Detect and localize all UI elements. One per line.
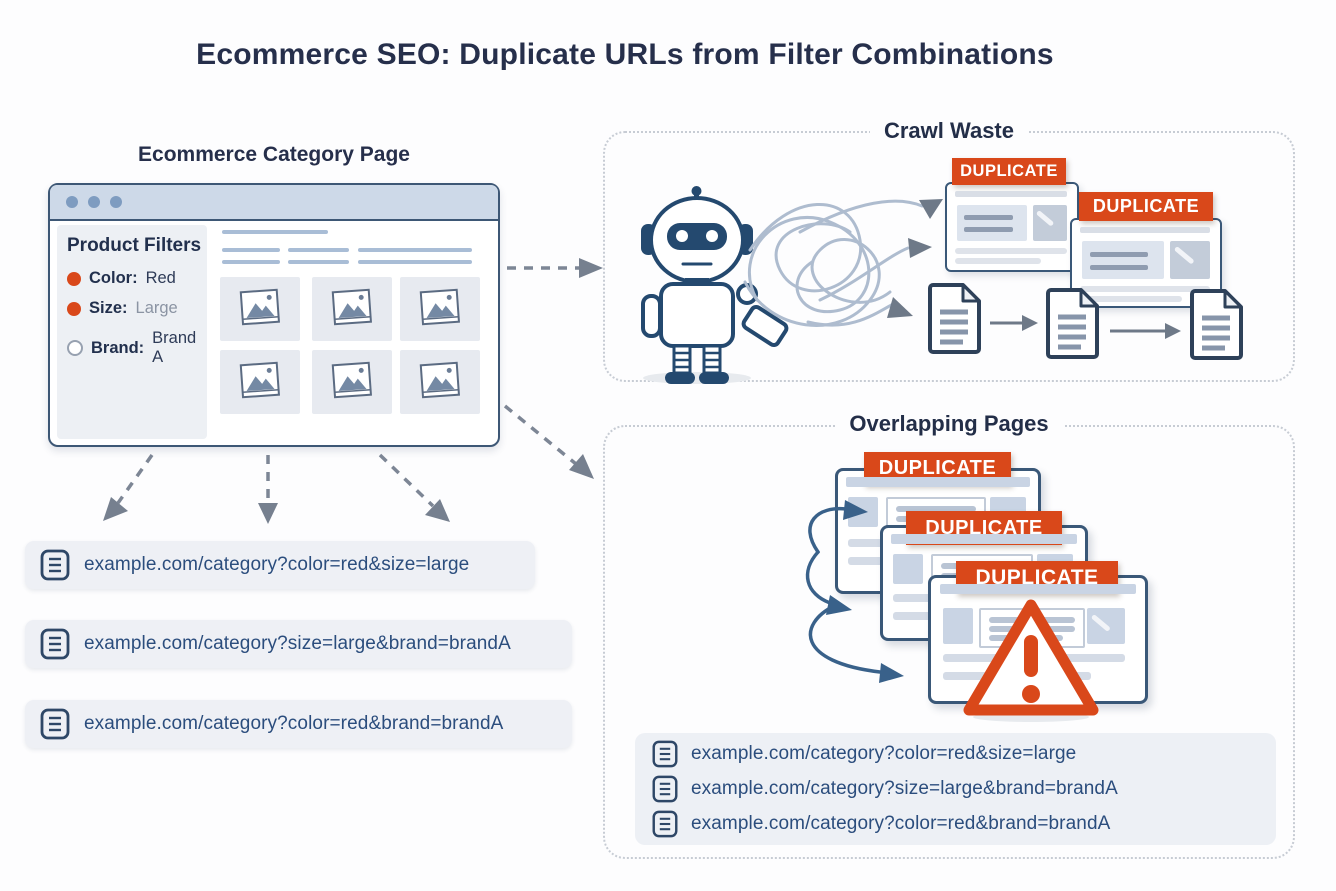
image-placeholder-icon	[419, 361, 461, 399]
filled-bullet-icon	[67, 271, 81, 286]
image-placeholder-icon	[239, 361, 281, 399]
product-tile	[220, 277, 300, 341]
text-placeholder-line	[222, 230, 328, 234]
image-placeholder-icon	[331, 288, 373, 326]
url-text: example.com/category?size=large&brand=br…	[691, 778, 1118, 799]
robot-crawler-icon	[641, 186, 789, 384]
list-icon	[40, 628, 70, 660]
filter-row-size: Size: Large	[67, 299, 207, 318]
overlapping-pages-section: Overlapping Pages	[603, 411, 1295, 859]
document-icon	[928, 283, 981, 354]
empty-bullet-icon	[67, 340, 83, 356]
duplicate-badge: DUPLICATE	[952, 158, 1066, 185]
category-page-label: Ecommerce Category Page	[138, 143, 410, 166]
duplicate-page-card: DUPLICATE	[945, 158, 1079, 272]
list-icon	[652, 740, 678, 768]
url-row: example.com/category?color=red&brand=bra…	[652, 810, 1276, 838]
list-icon	[652, 775, 678, 803]
page-title: Ecommerce SEO: Duplicate URLs from Filte…	[196, 38, 1054, 71]
url-text: example.com/category?color=red&brand=bra…	[84, 713, 504, 734]
browser-titlebar	[50, 185, 498, 221]
url-row: example.com/category?size=large&brand=br…	[652, 775, 1276, 803]
warning-triangle-icon	[963, 599, 1099, 722]
url-variant-box: example.com/category?size=large&brand=br…	[25, 620, 572, 668]
filter-row-color: Color: Red	[67, 269, 207, 288]
duplicate-badge: DUPLICATE	[1079, 192, 1213, 221]
window-dots-icon	[88, 196, 100, 208]
text-placeholder-line	[288, 248, 349, 252]
overlapping-pages-title: Overlapping Pages	[605, 411, 1293, 437]
filter-row-brand: Brand: Brand A	[67, 329, 207, 367]
document-icon	[1046, 288, 1099, 359]
text-placeholder-line	[222, 248, 280, 252]
document-icon	[1190, 289, 1243, 360]
crawl-waste-section: Crawl Waste	[603, 118, 1295, 382]
product-tile	[220, 350, 300, 414]
filters-title: Product Filters	[67, 235, 202, 256]
url-variant-box: example.com/category?color=red&brand=bra…	[25, 700, 572, 748]
product-filters-panel: Product Filters Color: Red Size: Large B…	[57, 225, 207, 439]
product-tile	[400, 350, 480, 414]
text-placeholder-line	[222, 260, 280, 264]
crawl-waste-title: Crawl Waste	[605, 118, 1293, 144]
product-tile	[400, 277, 480, 341]
list-icon	[40, 708, 70, 740]
list-icon	[652, 810, 678, 838]
product-tile	[312, 350, 392, 414]
url-variant-box: example.com/category?color=red&size=larg…	[25, 541, 535, 589]
url-text: example.com/category?color=red&brand=bra…	[691, 813, 1111, 834]
text-placeholder-line	[358, 260, 472, 264]
image-placeholder-icon	[419, 288, 461, 326]
overlapping-url-panel: example.com/category?color=red&size=larg…	[635, 733, 1276, 845]
list-icon	[40, 549, 70, 581]
url-text: example.com/category?color=red&size=larg…	[691, 743, 1077, 764]
filled-bullet-icon	[67, 301, 81, 316]
window-dots-icon	[66, 196, 78, 208]
url-text: example.com/category?size=large&brand=br…	[84, 633, 511, 654]
product-tile	[312, 277, 392, 341]
window-dots-icon	[110, 196, 122, 208]
browser-window-mockup: Product Filters Color: Red Size: Large B…	[48, 183, 500, 447]
text-placeholder-line	[288, 260, 349, 264]
text-placeholder-line	[358, 248, 472, 252]
url-row: example.com/category?color=red&size=larg…	[652, 740, 1276, 768]
image-placeholder-icon	[239, 288, 281, 326]
image-placeholder-icon	[331, 361, 373, 399]
url-text: example.com/category?color=red&size=larg…	[84, 554, 470, 575]
